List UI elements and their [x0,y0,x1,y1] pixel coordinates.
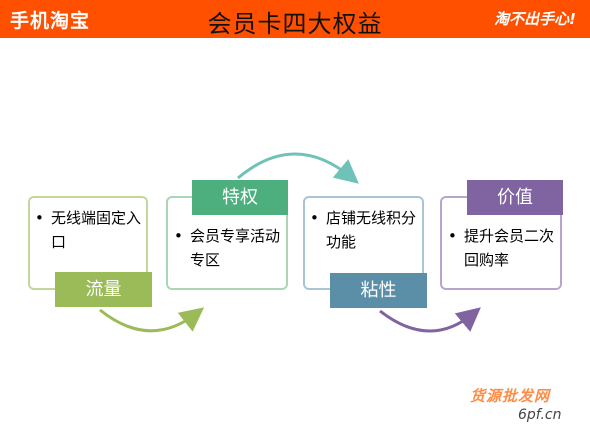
arrow-2-to-3 [237,152,359,184]
step-bullet: • 无线端固定入口 [35,206,145,254]
step-tag-traffic: 流量 [55,272,152,307]
arrow-1-to-2 [99,307,205,333]
step-text: 店铺无线积分功能 [326,209,417,251]
watermark-url: 6pf.cn [518,407,562,423]
top-bar: 手机淘宝 会员卡四大权益 淘不出手心! [0,0,590,38]
arrow-3-to-4 [379,307,481,333]
step-text: 提升会员二次回购率 [464,227,555,269]
brand-slogan: 淘不出手心! [494,10,576,28]
step-bullet: • 店铺无线积分功能 [310,206,422,254]
step-tag-privilege: 特权 [192,180,288,215]
page-title: 会员卡四大权益 [207,10,383,38]
step-tag-stickiness: 粘性 [330,273,427,308]
step-text: 会员专享活动专区 [190,227,281,269]
step-bullet: • 提升会员二次回购率 [448,224,560,272]
step-box-traffic: • 无线端固定入口 [28,196,148,290]
step-text: 无线端固定入口 [51,209,142,251]
step-tag-value: 价值 [467,180,563,215]
watermark-text: 货源批发网 [470,387,551,405]
brand-logo: 手机淘宝 [10,10,91,32]
step-bullet: • 会员专享活动专区 [174,224,286,272]
